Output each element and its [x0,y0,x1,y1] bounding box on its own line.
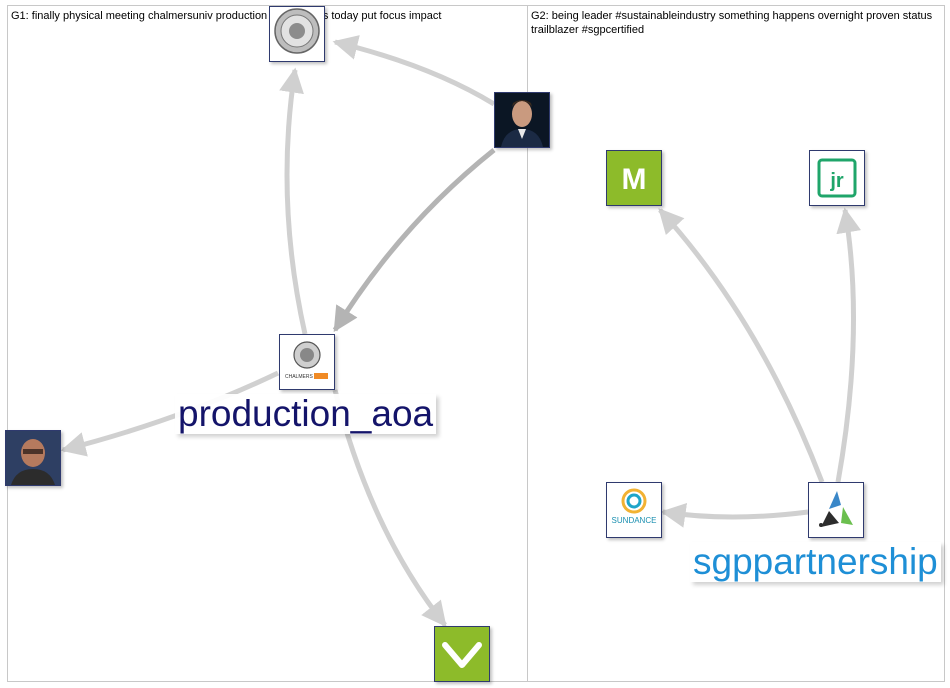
node-jr-logo[interactable]: jr [809,150,865,206]
edge-sgp-to-sundance [660,502,809,528]
chalmers-logo-icon: CHALMERS [285,341,328,380]
edge-sgp-to-m [658,208,825,483]
group-caption-g1: G1: finally physical meeting chalmersuni… [11,10,442,22]
label-sgppartnership: sgppartnership [690,542,941,582]
node-green-v[interactable] [434,626,490,682]
node-sgp[interactable] [808,482,864,538]
person-avatar-icon [6,431,60,485]
node-seal-top[interactable] [269,6,325,62]
edge-person-to-chalmers [332,148,496,333]
sundance-logo-text: SUNDANCE [612,516,657,525]
chalmers-logo-text: CHALMERS [285,374,313,380]
sgp-triangle-logo-icon [819,491,853,527]
person-avatar-icon [495,93,549,147]
edge-sgp-to-jr [835,207,862,483]
sundance-logo-icon: SUNDANCE [612,488,657,525]
chalmers-seal-icon [274,8,320,54]
edge-person-to-seal [332,35,496,107]
label-production-aoa: production_aoa [175,394,437,434]
m-logo-icon: M [607,151,661,205]
node-person-top-right[interactable] [494,92,550,148]
group-panel-g1: G1: finally physical meeting chalmersuni… [7,5,528,682]
jr-logo-text: jr [829,170,844,192]
jr-logo-icon: jr [817,158,857,198]
node-chalmers[interactable]: CHALMERS [279,334,335,390]
node-sundance[interactable]: SUNDANCE [606,482,662,538]
node-avatar-left[interactable] [5,430,61,486]
m-logo-text: M [622,163,647,196]
group-caption-g2: G2: being leader #sustainableindustry so… [531,10,933,36]
node-m-logo[interactable]: M [606,150,662,206]
green-v-logo-icon [435,627,489,681]
edge-chalmers-to-seal [279,67,308,335]
